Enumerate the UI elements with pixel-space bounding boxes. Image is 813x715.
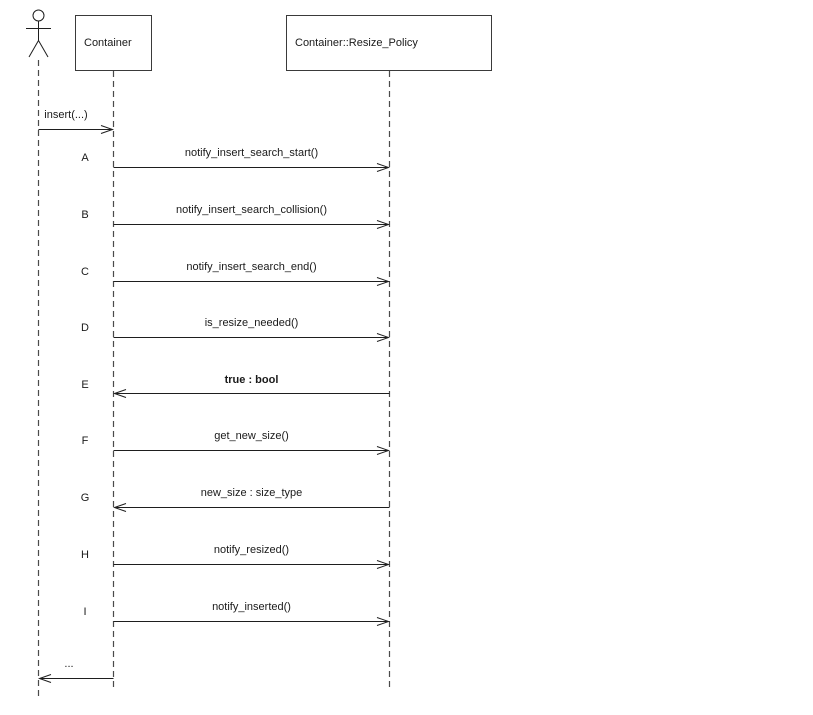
step-label-c: C [81,266,89,278]
arrow-insert [39,126,113,134]
arrow-notify-inserted [114,618,389,626]
message-label-notify-insert-search-start: notify_insert_search_start() [184,147,319,159]
message-label-notify-insert-search-end: notify_insert_search_end() [186,261,317,273]
message-label-get-new-size: get_new_size() [214,430,289,442]
arrow-return-true-bool [115,390,390,398]
arrow-get-new-size [114,447,389,455]
step-label-f: F [81,435,89,447]
step-label-a: A [81,152,89,164]
arrow-notify-insert-search-collision [114,221,389,229]
message-label-is-resize-needed: is_resize_needed() [204,317,299,329]
step-label-d: D [81,322,89,334]
arrow-notify-resized [114,561,389,569]
arrow-notify-insert-search-start [114,164,389,172]
step-label-b: B [81,209,89,221]
step-label-e: E [81,379,89,391]
step-label-i: I [83,606,87,618]
arrow-notify-insert-search-end [114,278,389,286]
participant-label: Container::Resize_Policy [295,37,418,49]
participant-box-container: Container [75,15,152,71]
step-label-h: H [81,549,89,561]
participant-box-resize-policy: Container::Resize_Policy [286,15,492,71]
message-label-true-bool: true : bool [224,374,279,386]
message-label-notify-insert-search-collision: notify_insert_search_collision() [175,204,327,216]
message-label-ellipsis: ... [64,658,74,670]
message-label-insert: insert(...) [44,109,88,121]
arrow-is-resize-needed [114,334,389,342]
message-label-notify-inserted: notify_inserted() [212,601,291,613]
step-label-g: G [80,492,90,504]
arrow-return-to-actor [40,675,114,683]
message-label-new-size: new_size : size_type [200,487,303,499]
participant-label: Container [84,37,132,49]
actor-icon [26,10,51,57]
message-label-notify-resized: notify_resized() [213,544,290,556]
arrow-return-new-size [115,504,390,512]
